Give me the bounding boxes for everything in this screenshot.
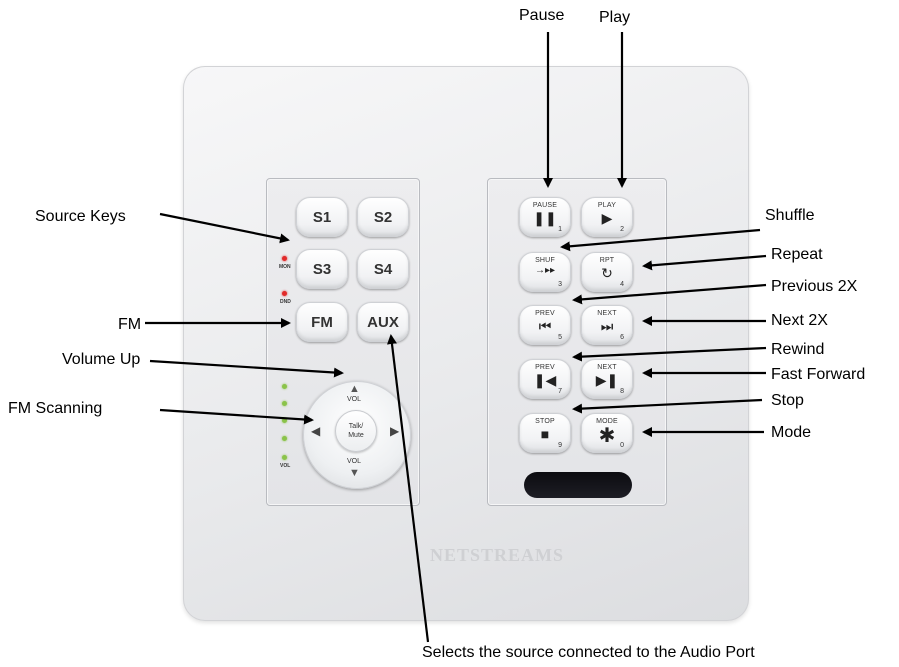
scan-left-arrow-icon[interactable]: ◀ [311, 424, 321, 438]
key-number: 1 [558, 226, 562, 233]
next-2x-key[interactable]: NEXT ⏭ 6 [581, 305, 633, 345]
pause-callout: Pause [519, 7, 565, 24]
key-number: 0 [620, 442, 624, 449]
source-key-s1[interactable]: S1 [296, 197, 348, 237]
volume-up-label: VOL [347, 396, 362, 403]
key-number: 9 [558, 442, 562, 449]
dnd-indicator-led [282, 291, 287, 296]
key-label: AUX [367, 314, 399, 331]
next-2x-callout: Next 2X [771, 312, 828, 329]
mode-callout: Mode [771, 424, 812, 441]
dnd-label: DND [280, 299, 291, 305]
stop-key[interactable]: STOP ■ 9 [519, 413, 571, 453]
key-label: S2 [373, 209, 393, 226]
key-top-label: STOP [535, 418, 555, 425]
key-top-label: SHUF [535, 257, 555, 264]
key-label: S3 [312, 261, 332, 278]
volume-up-callout: Volume Up [62, 351, 141, 368]
key-label: FM [311, 314, 333, 331]
source-key-s3[interactable]: S3 [296, 249, 348, 289]
vol-indicator-label: VOL [280, 463, 291, 469]
key-number: 8 [620, 388, 624, 395]
volume-down-arrow-icon[interactable]: ▼ [349, 467, 360, 479]
key-top-label: RPT [599, 257, 615, 264]
source-key-s2[interactable]: S2 [357, 197, 409, 237]
key-number: 5 [558, 334, 562, 341]
fm-scanning-arrow [159, 408, 314, 425]
fm-key[interactable]: FM [296, 302, 348, 342]
fast-forward-callout: Fast Forward [771, 366, 866, 383]
shuffle-icon: →▸▸ [534, 265, 556, 276]
mon-label: MON [279, 264, 291, 270]
repeat-key[interactable]: RPT ↻ 4 [581, 252, 633, 292]
mute-label: Mute [348, 432, 364, 439]
fm-scanning-callout: FM Scanning [8, 400, 103, 417]
pause-key[interactable]: PAUSE ❚❚ 1 [519, 197, 571, 237]
talk-label: Talk/ [348, 423, 364, 430]
aux-key[interactable]: AUX [357, 302, 409, 342]
repeat-callout: Repeat [771, 246, 823, 263]
key-number: 4 [620, 281, 624, 288]
key-number: 2 [620, 226, 624, 233]
fm-callout: FM [118, 316, 142, 333]
brand-logo: NETSTREAMS [430, 545, 565, 565]
rewind-key[interactable]: PREV ❚◀ 7 [519, 359, 571, 399]
rewind-icon: ❚◀ [533, 372, 557, 388]
volume-up-arrow [149, 359, 344, 378]
pause-icon: ❚❚ [533, 210, 557, 226]
key-top-label: MODE [596, 418, 618, 425]
volume-led-4 [282, 436, 287, 441]
stop-callout: Stop [771, 392, 804, 409]
ir-receiver-window [524, 472, 632, 498]
key-top-label: PREV [535, 364, 555, 371]
key-number: 6 [620, 334, 624, 341]
stop-arrow [572, 398, 763, 414]
skip-next-icon: ⏭ [600, 318, 614, 334]
fast-forward-key[interactable]: NEXT ▶❚ 8 [581, 359, 633, 399]
volume-led-1 [282, 384, 287, 389]
skip-previous-icon: ⏮ [538, 318, 552, 334]
scan-right-arrow-icon[interactable]: ▶ [390, 424, 400, 438]
previous-2x-key[interactable]: PREV ⏮ 5 [519, 305, 571, 345]
mode-key[interactable]: MODE ✱ 0 [581, 413, 633, 453]
source-keys-arrow [159, 212, 290, 244]
rewind-callout: Rewind [771, 341, 825, 358]
shuffle-arrow [560, 228, 761, 252]
play-icon: ▶ [601, 210, 613, 226]
right-keypad-panel [487, 178, 667, 506]
key-top-label: NEXT [597, 310, 617, 317]
repeat-arrow [642, 254, 767, 271]
volume-up-arrow-icon[interactable]: ▲ [349, 383, 360, 395]
previous-2x-callout: Previous 2X [771, 278, 858, 295]
volume-led-3 [282, 418, 287, 423]
key-top-label: PLAY [597, 202, 617, 209]
shuffle-key[interactable]: SHUF →▸▸ 3 [519, 252, 571, 292]
key-label: S4 [373, 261, 393, 278]
talk-mute-button[interactable]: Talk/ Mute [335, 410, 377, 452]
key-number: 3 [558, 281, 562, 288]
play-key[interactable]: PLAY ▶ 2 [581, 197, 633, 237]
key-label: S1 [312, 209, 332, 226]
aux-note-callout: Selects the source connected to the Audi… [422, 644, 755, 661]
key-top-label: NEXT [597, 364, 617, 371]
volume-led-5 [282, 455, 287, 460]
shuffle-callout: Shuffle [765, 207, 815, 224]
fast-forward-icon: ▶❚ [595, 372, 619, 388]
volume-led-2 [282, 401, 287, 406]
key-top-label: PAUSE [532, 202, 558, 209]
rewind-arrow [572, 346, 767, 362]
stop-icon: ■ [540, 426, 550, 442]
key-number: 7 [558, 388, 562, 395]
volume-down-label: VOL [347, 458, 362, 465]
key-top-label: PREV [535, 310, 555, 317]
previous-2x-arrow [572, 283, 767, 305]
play-callout: Play [599, 9, 631, 26]
source-keys-callout: Source Keys [35, 208, 126, 225]
mon-indicator-led [282, 256, 287, 261]
aux-arrow [386, 334, 430, 643]
asterisk-icon: ✱ [598, 425, 616, 447]
repeat-icon: ↻ [601, 265, 613, 281]
source-key-s4[interactable]: S4 [357, 249, 409, 289]
